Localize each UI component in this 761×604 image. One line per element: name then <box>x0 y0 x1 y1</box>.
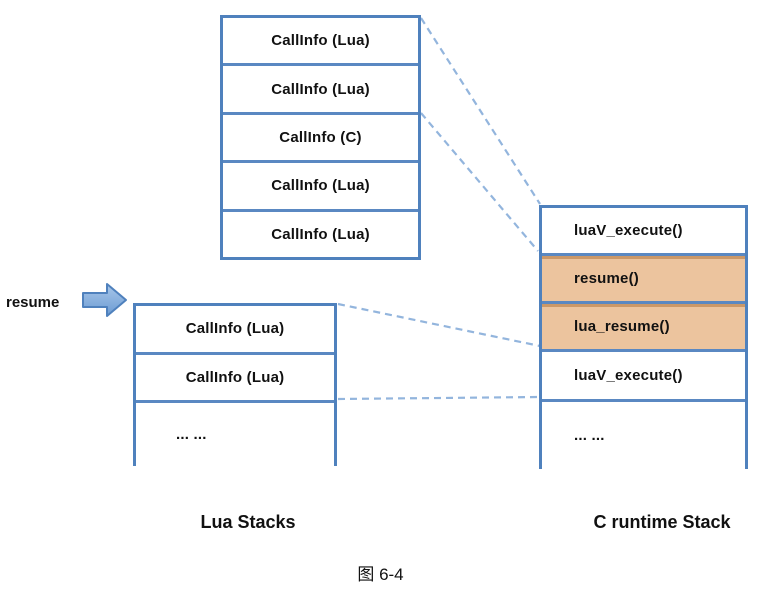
lua-stacks-label: Lua Stacks <box>200 512 296 532</box>
c-frame-cell: luaV_execute() <box>542 349 745 399</box>
connector-bottom-stack-to-luav <box>337 302 541 348</box>
c-runtime-stack-label: C runtime Stack <box>593 512 731 532</box>
callinfo-cell: CallInfo (C) <box>223 111 418 161</box>
callinfo-cell: CallInfo (Lua) <box>136 306 334 352</box>
callinfo-cell: CallInfo (Lua) <box>223 63 418 112</box>
connector-callinfo-c-to-resume <box>420 112 539 252</box>
figure-caption: 图 6-4 <box>357 565 404 584</box>
main-thread-callinfo-stack: CallInfo (Lua) CallInfo (Lua) ... ... <box>133 303 337 466</box>
ellipsis-cell: ... ... <box>542 398 745 469</box>
resume-arrow-icon <box>82 283 127 317</box>
callinfo-cell: CallInfo (Lua) <box>223 208 418 258</box>
c-frame-cell-highlighted: lua_resume() <box>542 300 745 350</box>
callinfo-cell: CallInfo (Lua) <box>223 18 418 64</box>
connector-top-stack-to-cstack-top <box>420 17 541 205</box>
c-frame-cell-highlighted: resume() <box>542 252 745 301</box>
resume-label: resume <box>6 294 60 311</box>
c-frame-cell: luaV_execute() <box>542 208 745 253</box>
coroutine-callinfo-stack: CallInfo (Lua) CallInfo (Lua) CallInfo (… <box>220 15 421 260</box>
callinfo-cell: CallInfo (Lua) <box>136 351 334 401</box>
c-runtime-stack: luaV_execute() resume() lua_resume() lua… <box>539 205 748 469</box>
ellipsis-cell: ... ... <box>136 400 334 466</box>
connector-dots-to-dots <box>337 395 541 401</box>
callinfo-cell: CallInfo (Lua) <box>223 160 418 209</box>
